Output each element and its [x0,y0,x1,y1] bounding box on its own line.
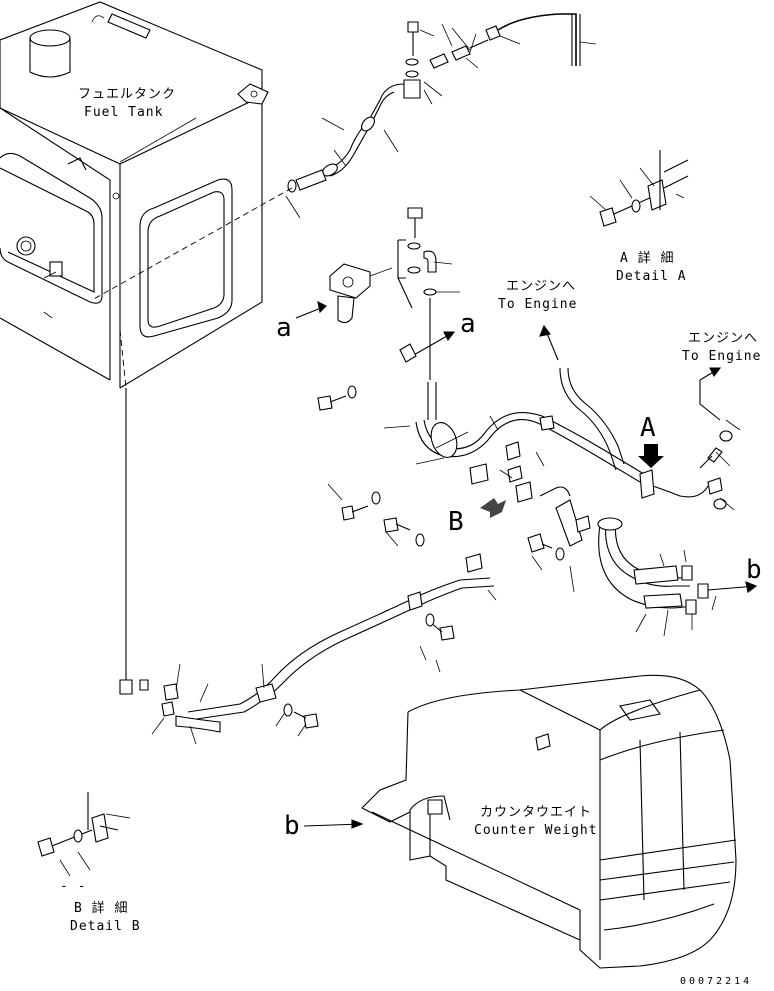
sensor-plug [49,261,63,277]
detail-b [37,792,131,877]
hose-clamp [597,517,623,531]
view-b-label: B [448,507,464,537]
filter-head [329,263,371,299]
detail-b-label-jp: B 詳 細 [74,900,128,916]
counterweight-label-jp: カウンタウエイト [480,805,592,820]
arrow-b-left-label: b [284,811,300,841]
counterweight [361,674,737,969]
to-engine-1-label-jp: エンジンへ [506,279,576,294]
detail-b-label-en: Detail B [70,919,141,934]
view-a-label: A [640,413,656,443]
arrow-b-right-label: b [746,555,762,585]
level-gauge [16,236,36,256]
drawing-number: 00072214 [680,976,752,987]
arrow-a-right-label: a [460,309,476,339]
pipe-clamp [430,422,458,458]
right-hoses [597,419,758,637]
fuel-tank [0,1,269,389]
detail-a-label-jp: A 詳 細 [620,250,674,266]
fuel-tank-label-jp: フュエルタンク [78,87,176,102]
view-a-arrow [638,444,664,468]
fuel-tank-label-en: Fuel Tank [84,105,163,120]
counterweight-label-en: Counter Weight [474,823,598,838]
to-engine-2-arrow [699,367,721,421]
to-engine-2-label-en: To Engine [682,349,761,364]
to-engine-2-label-jp: エンジンへ [688,331,758,346]
detail-a-label-en: Detail A [616,269,687,284]
tank-return-hose [91,13,597,301]
fuel-line-network [187,367,645,721]
filler-cap [29,29,71,47]
detail-b-dashes: - - [60,879,86,894]
view-b-arrow [480,498,506,518]
arrow-a-right [399,331,456,363]
detail-a [589,150,689,227]
to-engine-1-label-en: To Engine [498,297,577,312]
arrow-a-left-label: a [276,313,292,343]
water-separator [295,207,460,380]
lower-left-fittings [119,329,319,745]
